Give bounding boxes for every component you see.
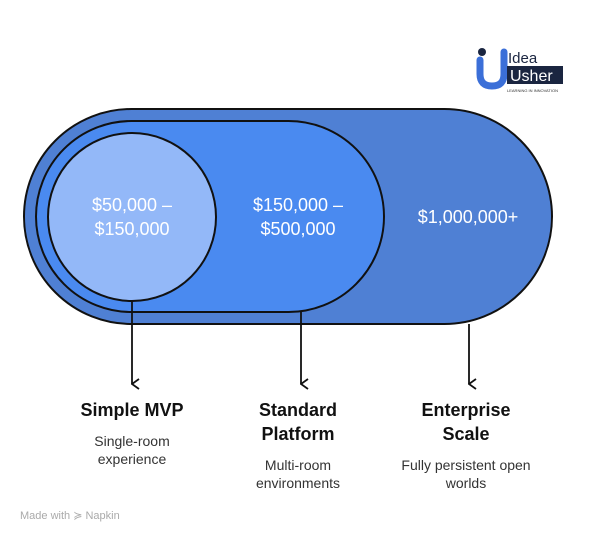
standard-cost-line1: $150,000 – xyxy=(252,195,344,215)
standard-cost: $150,000 – $500,000 xyxy=(253,193,343,241)
standard-title-line2: Platform xyxy=(261,424,335,444)
mvp-title: Simple MVP xyxy=(80,400,184,420)
enterprise-cost: $1,000,000+ xyxy=(418,205,519,229)
mvp-desc-line2: experience xyxy=(97,451,167,467)
enterprise-cost-line1: $1,000,000+ xyxy=(417,207,519,227)
mvp-desc-line1: Single-room xyxy=(94,433,170,449)
enterprise-desc-line1: Fully persistent open xyxy=(401,457,531,473)
mvp-cost-line1: $50,000 – xyxy=(91,195,173,215)
napkin-icon: ≽ xyxy=(73,510,83,522)
standard-desc-line1: Multi-room xyxy=(264,457,332,473)
svg-text:LEARNING IN INNOVATION: LEARNING IN INNOVATION xyxy=(507,88,558,93)
standard-title-line1: Standard xyxy=(258,400,338,420)
enterprise-title-line2: Scale xyxy=(442,424,490,444)
svg-text:Idea: Idea xyxy=(508,50,538,67)
svg-text:Usher: Usher xyxy=(510,68,553,85)
standard-label: Standard Platform Multi-room environment… xyxy=(256,398,340,492)
napkin-brand: Napkin xyxy=(85,510,120,522)
mvp-cost: $50,000 – $150,000 xyxy=(92,193,172,241)
standard-cost-line2: $500,000 xyxy=(260,219,336,239)
mvp-label: Simple MVP Single-room experience xyxy=(80,398,183,468)
enterprise-label: Enterprise Scale Fully persistent open w… xyxy=(401,398,530,492)
idea-usher-logo: Idea Usher LEARNING IN INNOVATION xyxy=(474,46,564,101)
enterprise-desc-line2: worlds xyxy=(445,475,487,491)
made-with-napkin: Made with ≽ Napkin xyxy=(20,509,120,522)
enterprise-title-line1: Enterprise xyxy=(421,400,511,420)
mvp-cost-line2: $150,000 xyxy=(94,219,170,239)
standard-desc-line2: environments xyxy=(255,475,341,491)
made-with-text: Made with xyxy=(20,510,71,522)
